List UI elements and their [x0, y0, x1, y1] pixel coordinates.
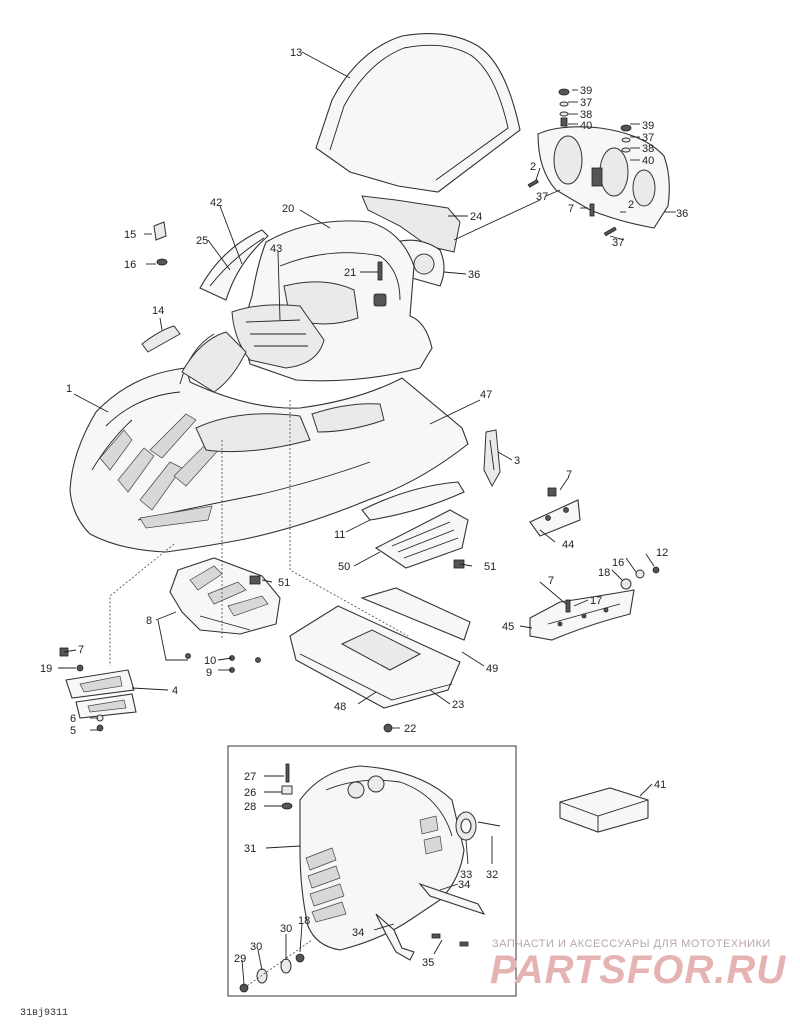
- callout-36: 36: [676, 208, 688, 220]
- callout-7b: 7: [566, 469, 572, 481]
- inset-washers: [239, 939, 313, 993]
- footrest-assembly: [169, 557, 281, 635]
- callout-33: 33: [460, 869, 472, 881]
- mount-bracket: [529, 499, 581, 537]
- hardware-fasteners: [59, 88, 660, 733]
- callout-30b: 30: [250, 941, 262, 953]
- callout-3: 3: [514, 455, 520, 467]
- callout-21: 21: [344, 267, 356, 279]
- callout-28: 28: [244, 801, 256, 813]
- callout-29: 29: [234, 953, 246, 965]
- callout-2: 2: [530, 161, 536, 173]
- bottom-pan: [69, 331, 469, 553]
- callout-6: 6: [70, 713, 76, 725]
- tray-lid: [360, 587, 471, 641]
- tether-strap: [483, 429, 501, 488]
- callout-15: 15: [124, 229, 136, 241]
- callout-37d: 37: [612, 237, 624, 249]
- callout-50: 50: [338, 561, 350, 573]
- callout-36b: 36: [468, 269, 480, 281]
- callout-12: 12: [656, 547, 668, 559]
- callout-48: 48: [334, 701, 346, 713]
- callout-1: 1: [66, 383, 72, 395]
- callout-37b: 37: [642, 132, 654, 144]
- callout-38b: 38: [642, 143, 654, 155]
- callout-41: 41: [654, 779, 666, 791]
- inset-pins: [431, 933, 469, 947]
- inset-brackets: [375, 882, 486, 961]
- windshield-bracket: [361, 195, 461, 253]
- footrest-plates: [65, 669, 137, 719]
- watermark-caption: ЗАПЧАСТИ И АКСЕССУАРЫ ДЛЯ МОТОТЕХНИКИ: [492, 938, 771, 950]
- callout-44: 44: [562, 539, 574, 551]
- inset-stud: [281, 763, 293, 810]
- callout-51: 51: [484, 561, 496, 573]
- callout-27: 27: [244, 771, 256, 783]
- callout-10: 10: [204, 655, 216, 667]
- callout-11: 11: [334, 529, 345, 541]
- callout-20: 20: [282, 203, 294, 215]
- callout-16: 16: [124, 259, 136, 271]
- callout-16b: 16: [612, 557, 624, 569]
- callout-13: 13: [290, 47, 302, 59]
- callout-37: 37: [580, 97, 592, 109]
- callout-17: 17: [590, 595, 602, 607]
- callout-40: 40: [580, 120, 592, 132]
- callout-39: 39: [580, 85, 592, 97]
- callout-42: 42: [210, 197, 222, 209]
- callout-7c: 7: [548, 575, 554, 587]
- callout-34b: 34: [352, 927, 364, 939]
- callout-35: 35: [422, 957, 434, 969]
- callout-8: 8: [146, 615, 152, 627]
- diagram-reference-code: 31вj9311: [20, 1008, 69, 1019]
- callout-51b: 51: [278, 577, 290, 589]
- watermark-logo: PARTSFOR.RU: [490, 948, 787, 992]
- front-cowl-trim: [199, 229, 269, 301]
- callout-47: 47: [480, 389, 492, 401]
- side-rail-bracket: [529, 589, 635, 641]
- callout-9: 9: [206, 667, 212, 679]
- inset-frame: [227, 745, 517, 997]
- callout-4: 4: [172, 685, 178, 697]
- callout-19: 19: [40, 663, 52, 675]
- callout-30: 30: [280, 923, 292, 935]
- gauge-panel-right: [537, 126, 670, 229]
- windshield: [315, 33, 521, 193]
- callout-31: 31: [244, 843, 256, 855]
- callout-38: 38: [580, 109, 592, 121]
- callout-22: 22: [404, 723, 416, 735]
- callout-49: 49: [486, 663, 498, 675]
- hood-inner-vent: [231, 304, 325, 369]
- callout-2b: 2: [628, 199, 634, 211]
- inset-grommet: [455, 811, 501, 841]
- callout-14: 14: [152, 305, 164, 317]
- callout-labels: 13 39 37 38 40 39 37 38 40 2 37 7 36 2 3…: [40, 47, 688, 969]
- callout-23: 23: [452, 699, 464, 711]
- callout-43: 43: [270, 243, 282, 255]
- leader-lines: [58, 51, 676, 985]
- callout-26: 26: [244, 787, 256, 799]
- routing-line-2: [109, 543, 175, 666]
- routing-line-1: [289, 400, 409, 637]
- callout-39b: 39: [642, 120, 654, 132]
- callout-37c: 37: [536, 191, 548, 203]
- callout-25: 25: [196, 235, 208, 247]
- callout-40b: 40: [642, 155, 654, 167]
- callout-45: 45: [502, 621, 514, 633]
- foam-pad: [559, 787, 649, 833]
- callout-18: 18: [598, 567, 610, 579]
- storage-tray: [289, 605, 461, 709]
- callout-34: 34: [458, 879, 470, 891]
- callout-5: 5: [70, 725, 76, 737]
- inset-shroud: [299, 765, 465, 951]
- callout-32: 32: [486, 869, 498, 881]
- callout-7: 7: [568, 203, 574, 215]
- callout-18b: 18: [298, 915, 310, 927]
- callout-7d: 7: [78, 644, 84, 656]
- air-intake-assembly: [361, 481, 469, 569]
- callout-24: 24: [470, 211, 482, 223]
